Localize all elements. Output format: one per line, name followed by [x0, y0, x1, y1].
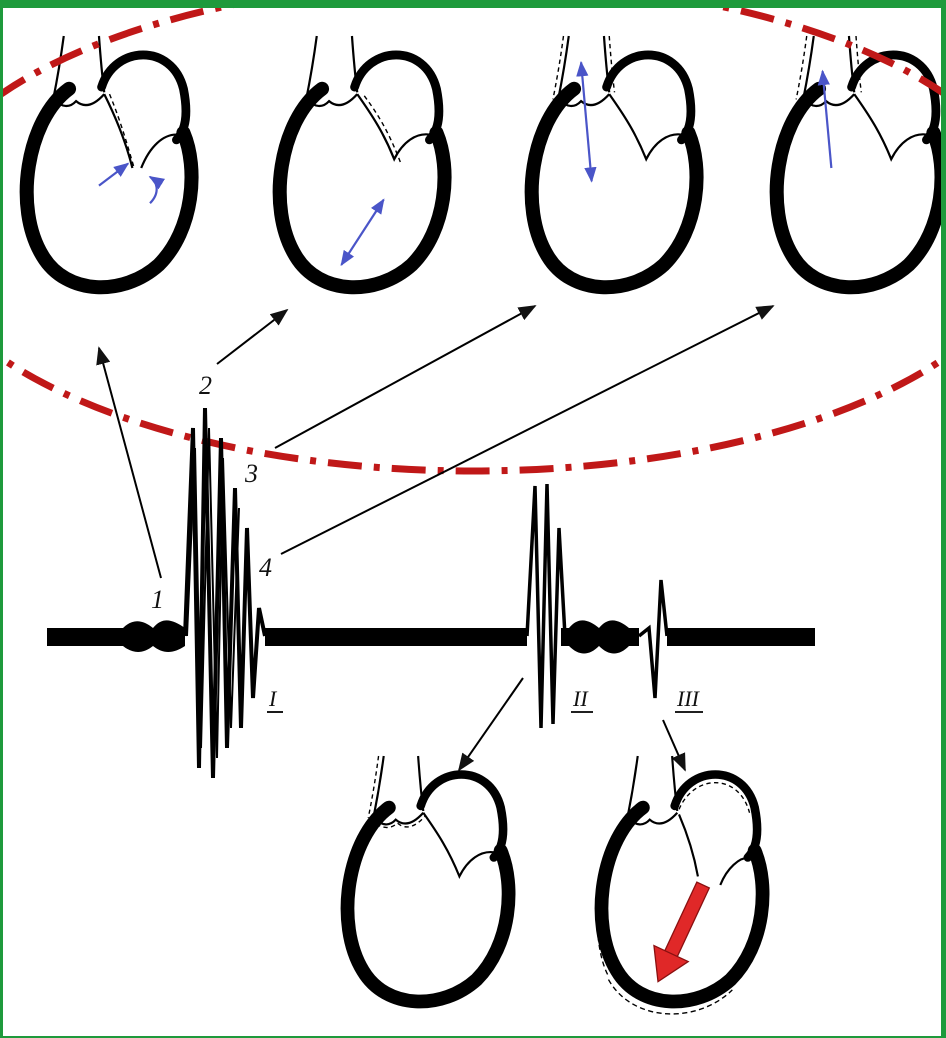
pointer-arrow-icon [275, 306, 535, 448]
heart-phase-3 [532, 36, 697, 292]
pointer-arrow-icon [459, 678, 523, 770]
flow-arrow-icon [150, 177, 157, 203]
flow-arrow-icon [341, 200, 383, 265]
heart-sound-label-II: II [572, 686, 589, 711]
phase-label-4: 4 [259, 553, 272, 582]
pointer-arrow-icon [281, 306, 773, 554]
heart-sound-III [597, 756, 762, 1014]
pointer-arrow-icon [99, 348, 161, 578]
pointer-arrow-icon [663, 720, 685, 770]
pointer-arrow-icon [217, 310, 287, 364]
diagram-frame: 1 2 3 4 I II III [3, 8, 941, 1036]
flow-arrow-icon [99, 164, 128, 186]
flow-arrow-icon [823, 71, 832, 168]
heart-sound-label-I: I [268, 686, 278, 711]
phase-label-2: 2 [199, 371, 212, 400]
phase-label-1: 1 [151, 585, 164, 614]
heart-phase-1 [27, 36, 192, 287]
filling-arrow-icon [641, 877, 720, 990]
heart-sound-diagram: 1 2 3 4 I II III [3, 8, 941, 1036]
heart-sound-II [347, 756, 508, 1002]
phase-label-3: 3 [244, 459, 258, 488]
flow-arrow-icon [581, 62, 592, 181]
heart-phase-4 [777, 36, 941, 287]
heart-phase-2 [280, 36, 445, 292]
heart-sound-label-III: III [676, 686, 701, 711]
